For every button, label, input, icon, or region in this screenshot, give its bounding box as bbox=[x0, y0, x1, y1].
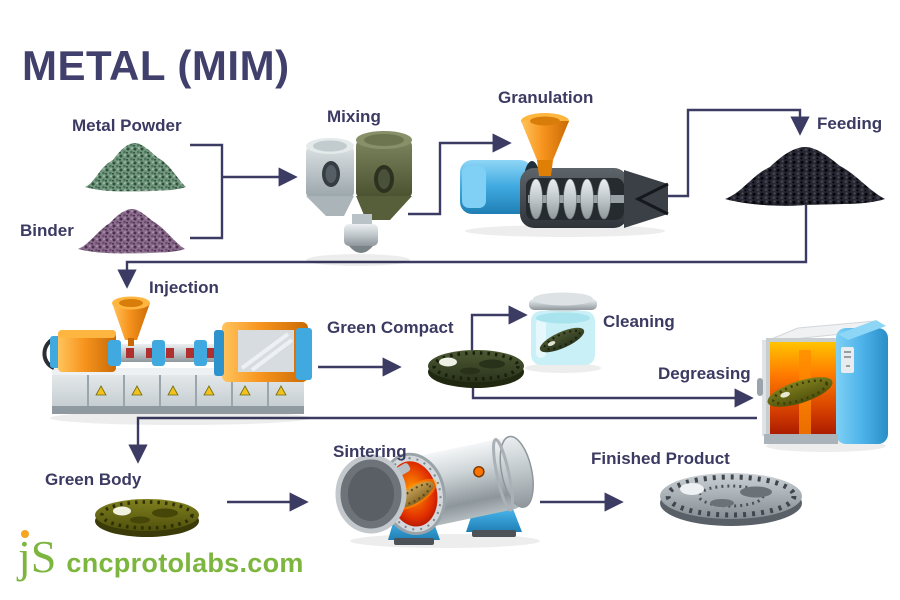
green-compact-part bbox=[428, 350, 524, 388]
arrow-green-compact-to-degreasing bbox=[471, 387, 754, 408]
arrow-granulation-to-feeding bbox=[656, 108, 810, 198]
injection-machine-illustration bbox=[42, 296, 312, 425]
metal-powder-pile bbox=[85, 143, 186, 192]
label-green-body: Green Body bbox=[45, 470, 142, 489]
label-degreasing: Degreasing bbox=[658, 364, 751, 383]
logo-site-text: cncprotolabs.com bbox=[66, 548, 304, 578]
mixer-illustration bbox=[306, 131, 412, 266]
connector-powder-binder-bracket bbox=[190, 143, 224, 240]
label-cleaning: Cleaning bbox=[603, 312, 675, 331]
green-body-part bbox=[95, 499, 199, 537]
arrow-feeding-to-injection bbox=[117, 203, 808, 289]
feeding-pile bbox=[725, 147, 885, 206]
page-title: METAL (MIM) bbox=[22, 42, 290, 89]
degreasing-oven-illustration bbox=[757, 320, 888, 452]
label-metal-powder: Metal Powder bbox=[72, 116, 182, 135]
flow-connectors bbox=[117, 108, 810, 512]
granulator-illustration bbox=[460, 113, 669, 237]
cleaning-jar-illustration bbox=[525, 292, 601, 373]
binder-pile bbox=[78, 209, 185, 254]
label-finished-product: Finished Product bbox=[591, 449, 730, 468]
label-binder: Binder bbox=[20, 221, 74, 240]
finished-product-part bbox=[660, 473, 802, 526]
label-mixing: Mixing bbox=[327, 107, 381, 126]
arrow-oven-to-green-body bbox=[128, 416, 757, 464]
label-sintering: Sintering bbox=[333, 442, 407, 461]
logo-mark: jS bbox=[18, 530, 57, 582]
logo-dot-icon bbox=[21, 530, 29, 538]
label-granulation: Granulation bbox=[498, 88, 594, 107]
label-feeding: Feeding bbox=[817, 114, 883, 133]
label-green-compact: Green Compact bbox=[327, 318, 454, 337]
logo: jS cncprotolabs.com bbox=[18, 530, 304, 582]
sintering-furnace-illustration bbox=[335, 435, 540, 548]
label-injection: Injection bbox=[149, 278, 219, 297]
arrow-green-compact-to-cleaning bbox=[470, 305, 528, 351]
logo-mark-text: jS bbox=[18, 531, 57, 582]
arrow-mixing-to-granulation bbox=[408, 133, 512, 216]
